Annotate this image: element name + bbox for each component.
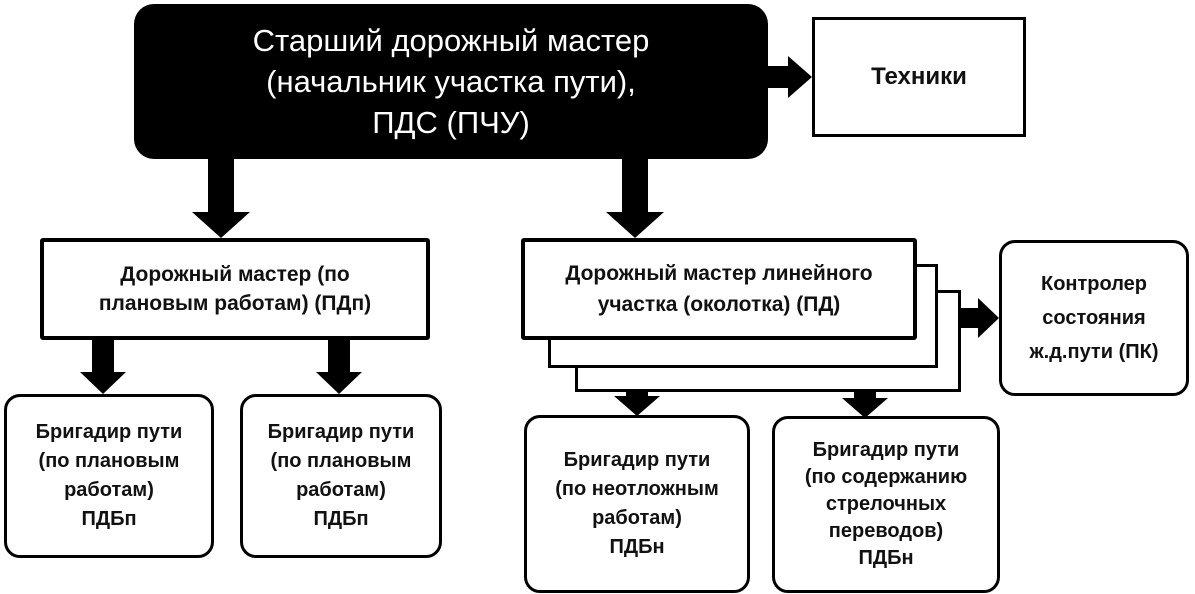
track-condition-controller-box: Контролер состояния ж.д.пути (ПК) bbox=[999, 240, 1189, 396]
brigadier-4-line-3: стрелочных bbox=[825, 493, 947, 515]
brigadier-planned-1-box: Бригадир пути (по плановым работам) ПДБп bbox=[4, 394, 214, 558]
linear-section-master-box: Дорожный мастер линейного участка (около… bbox=[521, 238, 917, 340]
brigadier-1-line-2: (по плановым bbox=[38, 450, 180, 472]
brigadier-planned-2-box: Бригадир пути (по плановым работам) ПДБп bbox=[240, 394, 442, 558]
brigadier-4-line-2: (по содержанию bbox=[804, 466, 968, 488]
brigadier-2-line-1: Бригадир пути bbox=[267, 421, 415, 443]
brigadier-3-line-4: ПДБн bbox=[609, 536, 665, 558]
planned-works-master-line-1: Дорожный мастер (по bbox=[120, 263, 350, 286]
arrow-to-brigadier-1 bbox=[80, 340, 126, 394]
arrow-to-tech bbox=[768, 56, 812, 98]
arrow-to-brigadier-4 bbox=[842, 370, 888, 418]
arrow-to-brigadier-2 bbox=[316, 340, 362, 394]
senior-road-master-box: Старший дорожный мастер (начальник участ… bbox=[134, 4, 768, 159]
senior-road-master-line-1: Старший дорожный мастер bbox=[252, 23, 650, 58]
technicians-box: Техники bbox=[812, 17, 1026, 137]
brigadier-1-line-4: ПДБп bbox=[81, 508, 137, 530]
brigadier-3-line-3: работам) bbox=[592, 507, 682, 529]
planned-works-master-box: Дорожный мастер (по плановым работам) (П… bbox=[40, 238, 430, 340]
brigadier-4-line-4: переводов) bbox=[828, 520, 944, 542]
arrow-to-brigadier-3 bbox=[614, 370, 660, 416]
controller-line-1: Контролер bbox=[1040, 273, 1147, 295]
brigadier-1-line-3: работам) bbox=[64, 479, 154, 501]
senior-road-master-line-2: (начальник участка пути), bbox=[266, 64, 636, 99]
brigadier-4-line-5: ПДБн bbox=[858, 547, 914, 569]
brigadier-2-line-3: работам) bbox=[296, 479, 386, 501]
brigadier-4-line-1: Бригадир пути bbox=[812, 439, 960, 461]
controller-line-2: состояния bbox=[1042, 307, 1146, 329]
controller-line-3: ж.д.пути (ПК) bbox=[1029, 341, 1159, 363]
brigadier-3-line-2: (по неотложным bbox=[555, 478, 719, 500]
brigadier-2-line-4: ПДБп bbox=[313, 508, 369, 530]
brigadier-switches-box: Бригадир пути (по содержанию стрелочных … bbox=[772, 416, 1000, 593]
brigadier-2-line-2: (по плановым bbox=[270, 450, 412, 472]
linear-section-master-line-1: Дорожный мастер линейного bbox=[565, 262, 873, 285]
arrow-to-pd bbox=[606, 159, 664, 238]
technicians-label: Техники bbox=[871, 63, 967, 90]
arrow-to-pdp bbox=[192, 159, 250, 238]
planned-works-master-line-2: плановым работам) (ПДп) bbox=[98, 292, 372, 315]
brigadier-1-line-1: Бригадир пути bbox=[35, 421, 183, 443]
senior-road-master-line-3: ПДС (ПЧУ) bbox=[372, 105, 530, 140]
linear-section-master-line-2: участка (околотка) (ПД) bbox=[597, 293, 841, 316]
brigadier-urgent-box: Бригадир пути (по неотложным работам) ПД… bbox=[524, 415, 750, 593]
brigadier-3-line-1: Бригадир пути bbox=[563, 449, 711, 471]
